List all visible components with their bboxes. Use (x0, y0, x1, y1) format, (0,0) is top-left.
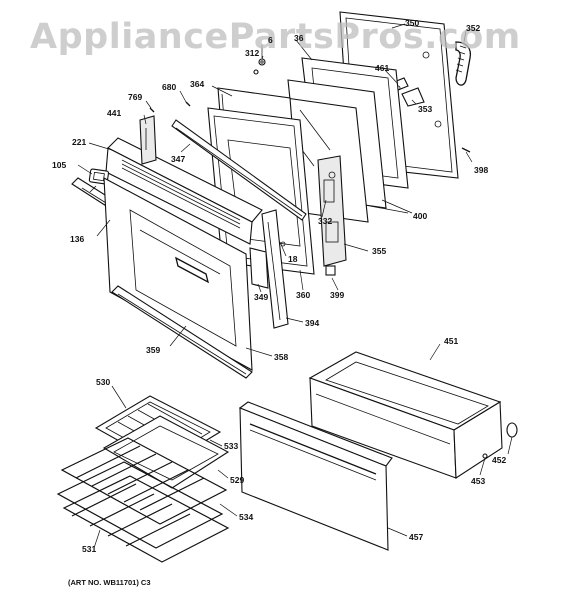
callout-529: 529 (230, 475, 244, 485)
callout-461: 461 (375, 63, 389, 73)
oven-rack-lower (56, 461, 230, 563)
callout-394: 394 (305, 318, 319, 328)
callout-6: 6 (268, 35, 273, 45)
callout-400: 400 (413, 211, 427, 221)
callout-452: 452 (492, 455, 506, 465)
callout-332: 332 (318, 216, 332, 226)
callout-453: 453 (471, 476, 485, 486)
outer-door-glass (103, 177, 253, 371)
drawer-front-panel (238, 401, 393, 551)
callout-398: 398 (474, 165, 488, 175)
door-bottom-trim (111, 285, 253, 379)
callout-531: 531 (82, 544, 96, 554)
callout-labels: 350 352 6 36 312 461 353 680 364 769 441… (52, 18, 506, 554)
callout-441: 441 (107, 108, 121, 118)
callout-18: 18 (288, 254, 298, 264)
callout-349: 349 (254, 292, 268, 302)
callout-353: 353 (418, 104, 432, 114)
callout-136: 136 (70, 234, 84, 244)
callout-457: 457 (409, 532, 423, 542)
callout-221: 221 (72, 137, 86, 147)
callout-533: 533 (224, 441, 238, 451)
callout-399: 399 (330, 290, 344, 300)
callout-347: 347 (171, 154, 185, 164)
callout-350: 350 (405, 18, 419, 28)
callout-358: 358 (274, 352, 288, 362)
leader-lines (77, 23, 513, 549)
oven-rack-upper (60, 437, 228, 525)
callout-769: 769 (128, 92, 142, 102)
broiler-pan (102, 415, 230, 489)
door-bracket (139, 115, 157, 165)
door-side-rail (261, 209, 289, 329)
door-gasket (455, 41, 472, 86)
drawer-glide (506, 422, 518, 438)
screws (149, 58, 471, 153)
callout-359: 359 (146, 345, 160, 355)
callout-534: 534 (239, 512, 253, 522)
callout-312: 312 (245, 48, 259, 58)
watermark-text: AppliancePartsPros.com (30, 17, 521, 57)
callout-451: 451 (444, 336, 458, 346)
callout-36: 36 (294, 33, 304, 43)
door-trim-strip (171, 119, 307, 221)
callout-364: 364 (190, 79, 204, 89)
callout-680: 680 (162, 82, 176, 92)
callout-105: 105 (52, 160, 66, 170)
storage-drawer-body (308, 351, 503, 479)
callout-530: 530 (96, 377, 110, 387)
drawer-pin (482, 453, 488, 459)
art-number: (ART NO. WB11701) C3 (68, 578, 151, 587)
door-side-trim (249, 247, 269, 289)
callout-355: 355 (372, 246, 386, 256)
callout-352: 352 (466, 23, 480, 33)
callout-360: 360 (296, 290, 310, 300)
door-hinge (317, 155, 347, 276)
